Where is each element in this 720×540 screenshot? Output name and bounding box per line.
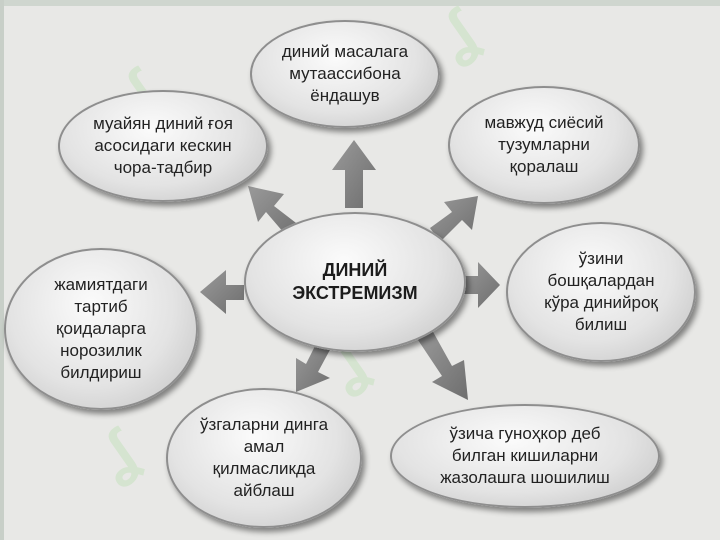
arrow-to-top xyxy=(332,140,376,208)
top-border xyxy=(0,0,720,6)
node-label: ўзича гуноҳкор деб билган кишиларни жазо… xyxy=(440,424,610,487)
left-border xyxy=(0,0,4,540)
node-self-more-religious: ўзини бошқалардан кўра динийроқ билиш xyxy=(506,222,696,362)
arrow-to-top-right xyxy=(430,196,478,242)
arrow-to-bottom-right xyxy=(418,330,468,400)
node-accuse-others: ўзгаларни динга амал қилмасликда айблаш xyxy=(166,388,362,528)
node-label: муайян диний ғоя асосидаги кескин чора-т… xyxy=(93,114,233,177)
node-harsh-measures: муайян диний ғоя асосидаги кескин чора-т… xyxy=(58,90,268,202)
node-condemn-political-systems: мавжуд сиёсий тузумларни қоралаш xyxy=(448,86,640,204)
node-label: диний масалага мутаассибона ёндашув xyxy=(281,42,409,105)
node-protest-social-order: жамиятдаги тартиб қоидаларга норозилик б… xyxy=(4,248,198,410)
node-label: жамиятдаги тартиб қоидаларга норозилик б… xyxy=(54,275,148,382)
arrow-to-right xyxy=(460,262,500,308)
node-punish-sinners: ўзича гуноҳкор деб билган кишиларни жазо… xyxy=(390,404,660,508)
node-religious-fanaticism: диний масалага мутаассибона ёндашув xyxy=(250,20,440,128)
arrow-to-left xyxy=(200,270,244,314)
center-label: ДИНИЙ ЭКСТРЕМИЗМ xyxy=(292,260,418,303)
node-label: ўзгаларни динга амал қилмасликда айблаш xyxy=(199,415,329,500)
node-label: мавжуд сиёсий тузумларни қоралаш xyxy=(484,113,604,176)
node-label: ўзини бошқалардан кўра динийроқ билиш xyxy=(544,249,658,334)
node-center-religious-extremism: ДИНИЙ ЭКСТРЕМИЗМ xyxy=(244,212,466,352)
arrow-to-bottom-left xyxy=(296,340,332,392)
